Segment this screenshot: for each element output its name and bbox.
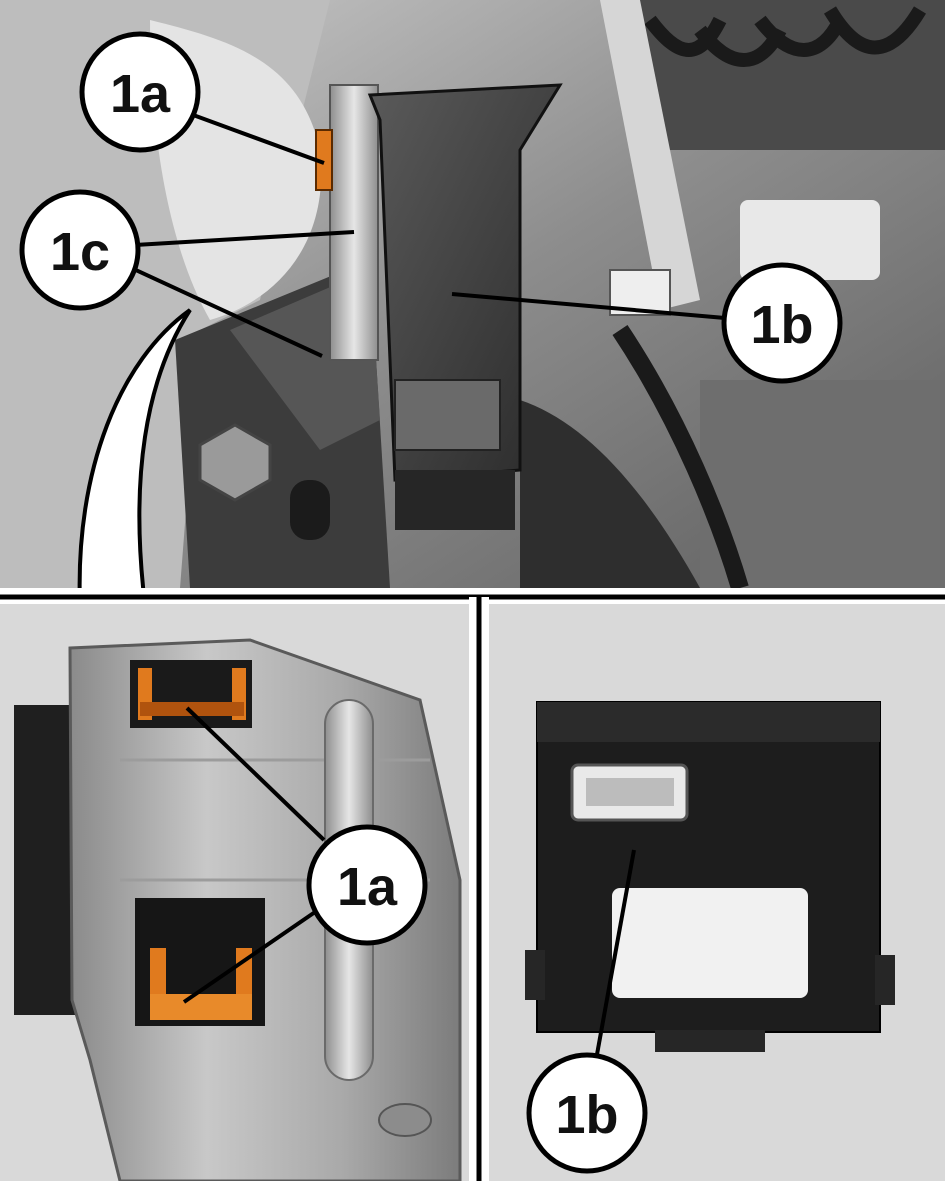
module-latch	[394, 379, 501, 451]
callout-bottom-right-1b: 1b	[526, 1052, 648, 1174]
module-tab-right	[875, 955, 895, 1005]
callout-label: 1a	[110, 64, 171, 124]
module-bottom-tab	[655, 1030, 765, 1052]
leader-top-1a	[184, 110, 325, 165]
wiring-harness	[612, 325, 749, 588]
label-sticker	[740, 200, 880, 280]
callout-top-1b: 1b	[721, 262, 843, 384]
callout-top-1a: 1a	[79, 31, 201, 153]
module-tab-left	[525, 950, 545, 1000]
module-top-edge	[537, 702, 880, 742]
leader-top-1b	[451, 292, 726, 320]
connector-pins	[586, 778, 674, 806]
leader-top-1c-bracket	[124, 263, 323, 358]
pedal-bracket	[600, 0, 700, 310]
magnifier-curve	[77, 308, 192, 588]
bolt-head	[198, 423, 272, 502]
callout-label: 1b	[750, 295, 813, 355]
leader-br-1b	[594, 849, 636, 1061]
leader-lines	[124, 110, 726, 1061]
callout-top-1c: 1c	[19, 189, 141, 311]
callout-label: 1b	[555, 1085, 618, 1145]
leader-top-1c-rail	[134, 230, 355, 247]
floor-structure	[700, 380, 945, 588]
leader-bl-1a-lower	[182, 908, 320, 1004]
leader-bl-1a-upper	[185, 706, 326, 842]
callout-label: 1c	[50, 222, 110, 282]
metal-rail	[329, 84, 379, 361]
top-panel-installed-view	[0, 0, 945, 588]
upper-clip-bar	[140, 702, 244, 716]
bracket-slot	[290, 480, 330, 540]
callout-bottom-left-1a: 1a	[306, 824, 428, 946]
bracket-rivet	[378, 1103, 432, 1137]
module-connector	[395, 470, 515, 530]
callout-label: 1a	[337, 857, 398, 917]
lower-clip-bar	[150, 994, 252, 1020]
module-label	[612, 888, 808, 998]
bottom-right-panel-module-detail	[489, 604, 945, 1181]
wire-loom	[520, 400, 700, 588]
spring-assembly	[640, 0, 945, 150]
